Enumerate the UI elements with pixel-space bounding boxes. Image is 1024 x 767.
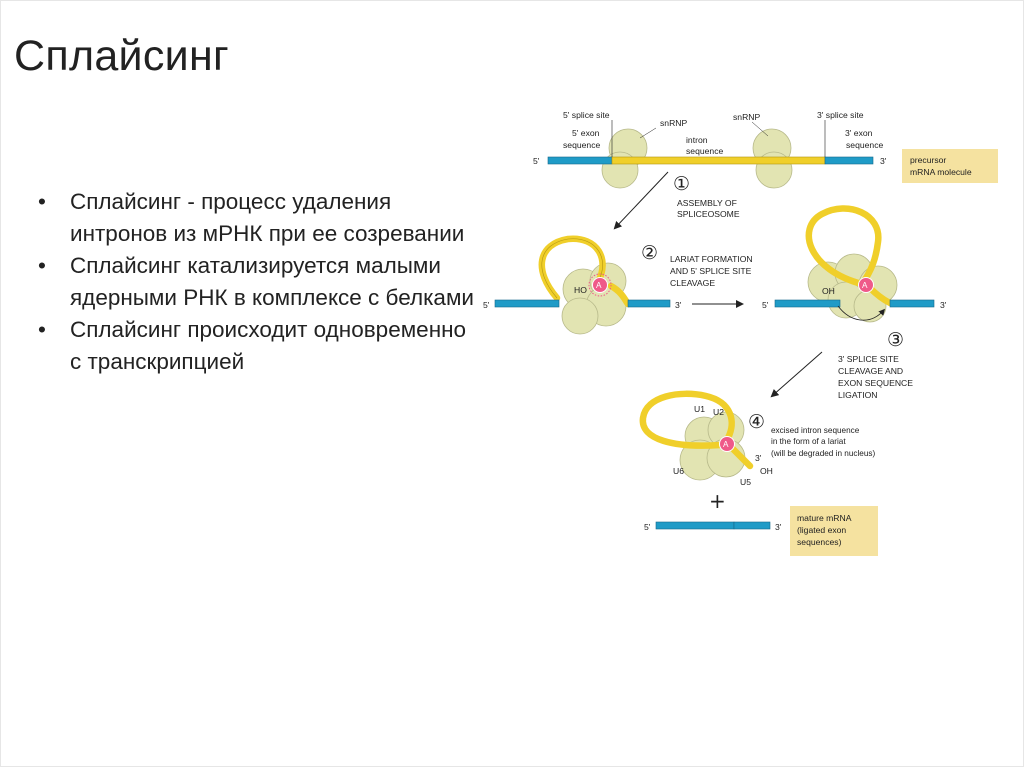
- precursor-end-5: 5': [533, 156, 540, 166]
- bullet-text: Сплайсинг происходит одновременно с тран…: [70, 317, 467, 374]
- right-end-3: 3': [940, 300, 947, 310]
- mature-end-5: 5': [644, 522, 651, 532]
- step4-label: excised intron sequence: [771, 426, 860, 435]
- step1-number: ①: [673, 173, 690, 195]
- mature-box: [790, 506, 878, 556]
- step2-label: LARIAT FORMATION: [670, 254, 753, 264]
- step4-number: ④: [748, 411, 765, 433]
- oh-label: OH: [822, 286, 835, 296]
- bullet-marker: •: [38, 317, 46, 342]
- step3-number: ③: [887, 329, 904, 351]
- u5-label: U5: [740, 477, 751, 487]
- three-exon-label: 3' exon: [845, 128, 873, 138]
- mature-end-3: 3': [775, 522, 782, 532]
- ligation-curve-arrow: [837, 305, 886, 321]
- mature-box-label-3: sequences): [797, 537, 842, 547]
- excised-lariat-loop: [639, 390, 735, 449]
- excised-end-3: 3': [755, 453, 762, 463]
- bullet-text: Сплайсинг - процесс удаления интронов из…: [70, 189, 465, 246]
- step3-label-4: LIGATION: [838, 390, 877, 400]
- exon-5-left: [494, 299, 560, 308]
- right-end-5: 5': [762, 300, 769, 310]
- bullet-item: • Сплайсинг - процесс удаления интронов …: [38, 186, 478, 250]
- mature-box-label-2: (ligated exon: [797, 525, 846, 535]
- snrnp-left-pointer: [639, 127, 657, 139]
- splicing-diagram: 5' splice site 5' exon sequence snRNP sn…: [483, 110, 998, 556]
- bullet-item: • Сплайсинг катализируется малыми ядерны…: [38, 250, 478, 314]
- plus-sign: +: [709, 489, 726, 513]
- bullet-text: Сплайсинг катализируется малыми ядерными…: [70, 253, 474, 310]
- mature-box-label: mature mRNA: [797, 513, 852, 523]
- left-end-5: 5': [483, 300, 490, 310]
- exon-3-left: [627, 299, 671, 308]
- exon-5-right: [774, 299, 841, 308]
- u6-label: U6: [673, 466, 684, 476]
- precursor-end-3: 3': [880, 156, 887, 166]
- bullet-marker: •: [38, 189, 46, 214]
- step3-label-2: CLEAVAGE AND: [838, 366, 903, 376]
- step3-arrow: [770, 351, 823, 398]
- branch-a-left-label: A: [596, 281, 602, 290]
- exon-5-bar: [547, 156, 613, 165]
- precursor-box-label: precursor: [910, 155, 946, 165]
- precursor-box-label-2: mRNA molecule: [910, 167, 972, 177]
- branch-a-right-label: A: [862, 281, 868, 290]
- u2-label: U2: [713, 407, 724, 417]
- snrnp-right-label: snRNP: [733, 112, 760, 122]
- step4-label-2: in the form of a lariat: [771, 437, 846, 446]
- branch-a-excised-label: A: [723, 440, 729, 449]
- excised-tail: [728, 444, 754, 470]
- bullet-marker: •: [38, 253, 46, 278]
- spliceosome-left: [561, 262, 627, 335]
- step2-number: ②: [641, 242, 658, 264]
- branch-a-left: [592, 277, 608, 293]
- intron-tail-left: [607, 282, 632, 308]
- step1-label-2: SPLICEOSOME: [677, 209, 740, 219]
- step1-label: ASSEMBLY OF: [677, 198, 737, 208]
- precursor-box: [902, 149, 998, 183]
- step2-label-2: AND 5' SPLICE SITE: [670, 266, 752, 276]
- exon-3-bar: [824, 156, 874, 165]
- three-exon-label-2: sequence: [846, 140, 883, 150]
- five-splice-site-label: 5' splice site: [563, 110, 610, 120]
- bullet-item: • Сплайсинг происходит одновременно с тр…: [38, 314, 478, 378]
- three-splice-site-label: 3' splice site: [817, 110, 864, 120]
- exon-3-right: [889, 299, 935, 308]
- snrnp-left-label: snRNP: [660, 118, 687, 128]
- step1-arrow: [613, 171, 669, 230]
- spliceosome-excised: [679, 411, 746, 481]
- bullet-list: • Сплайсинг - процесс удаления интронов …: [38, 186, 478, 378]
- slide-title: Сплайсинг: [14, 32, 230, 80]
- branch-a-excised: [719, 436, 735, 452]
- lariat-loop-right: [805, 205, 882, 288]
- branch-a-right: [858, 277, 874, 293]
- step2-label-3: CLEAVAGE: [670, 278, 715, 288]
- five-exon-label: 5' exon: [572, 128, 600, 138]
- mature-exon-3: [733, 521, 771, 530]
- step4-label-3: (will be degraded in nucleus): [771, 449, 875, 458]
- five-exon-label-2: sequence: [563, 140, 600, 150]
- ho-label: HO: [574, 285, 587, 295]
- step3-label-3: EXON SEQUENCE: [838, 378, 913, 388]
- intron-bar: [611, 156, 826, 165]
- mature-exon-5: [655, 521, 735, 530]
- u1-label: U1: [694, 404, 705, 414]
- excised-oh: OH: [760, 466, 773, 476]
- intron-label-2: sequence: [686, 146, 723, 156]
- intron-label: intron: [686, 135, 708, 145]
- step3-label: 3' SPLICE SITE: [838, 354, 899, 364]
- snrnp-right-pointer: [751, 121, 769, 137]
- left-end-3: 3': [675, 300, 682, 310]
